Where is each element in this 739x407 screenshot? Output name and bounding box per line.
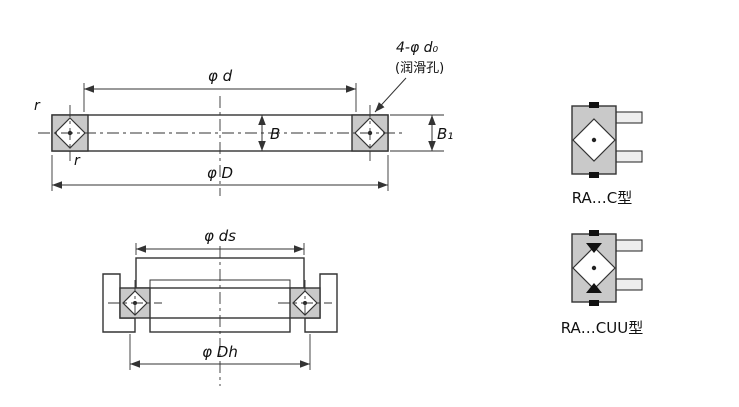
r-bottom-label: r [74, 153, 81, 169]
type-icon-ra-c: RA…C型 [571, 102, 643, 207]
main-cross-section-view: φ d 4-φ d₀ (润滑孔) r r B B₁ φ D [34, 40, 453, 196]
mounting-cross-section-view: φ ds φ Dh [102, 227, 338, 386]
ra-cuu-type-label: RA…CUU型 [561, 319, 644, 337]
dim-B-label: B [270, 125, 280, 143]
dimension-phi-Dh: φ Dh [129, 334, 311, 370]
dim-B1-label: B₁ [437, 125, 453, 143]
lube-hole-label: 4-φ d₀ [396, 40, 439, 56]
dim-D-label: φ D [207, 164, 233, 182]
dimension-phi-D: φ D [51, 155, 389, 191]
ra-cuu-bottom-nub [589, 300, 599, 306]
type-icon-ra-cuu: RA…CUU型 [561, 230, 644, 337]
ra-c-top-ring-bar [615, 111, 643, 124]
ra-c-top-nub [589, 102, 599, 108]
dimension-phi-ds: φ ds [135, 227, 305, 255]
dim-Dh-label: φ Dh [202, 343, 238, 361]
r-top-label: r [34, 98, 41, 114]
ra-c-type-label: RA…C型 [572, 189, 633, 207]
dimension-B: B [258, 115, 280, 151]
ra-cuu-bottom-ring-bar [615, 278, 643, 291]
ra-c-bottom-nub [589, 172, 599, 178]
dimension-phi-d: φ d [83, 67, 357, 112]
ra-c-bottom-ring-bar [615, 150, 643, 163]
ra-cuu-roller-dot [591, 265, 597, 271]
dim-ds-label: φ ds [204, 227, 236, 245]
lube-hole-note: (润滑孔) [395, 61, 444, 76]
ra-cuu-top-nub [589, 230, 599, 236]
lube-hole-leader-line [374, 77, 407, 113]
ra-cuu-top-ring-bar [615, 239, 643, 252]
ra-cuu-top-seal [586, 243, 602, 253]
lube-hole-callout: 4-φ d₀ (润滑孔) [374, 40, 444, 113]
ra-c-roller-dot [591, 137, 597, 143]
dim-d-label: φ d [208, 67, 233, 85]
ra-cuu-bottom-seal [586, 283, 602, 293]
dimension-B1: B₁ [390, 114, 453, 152]
